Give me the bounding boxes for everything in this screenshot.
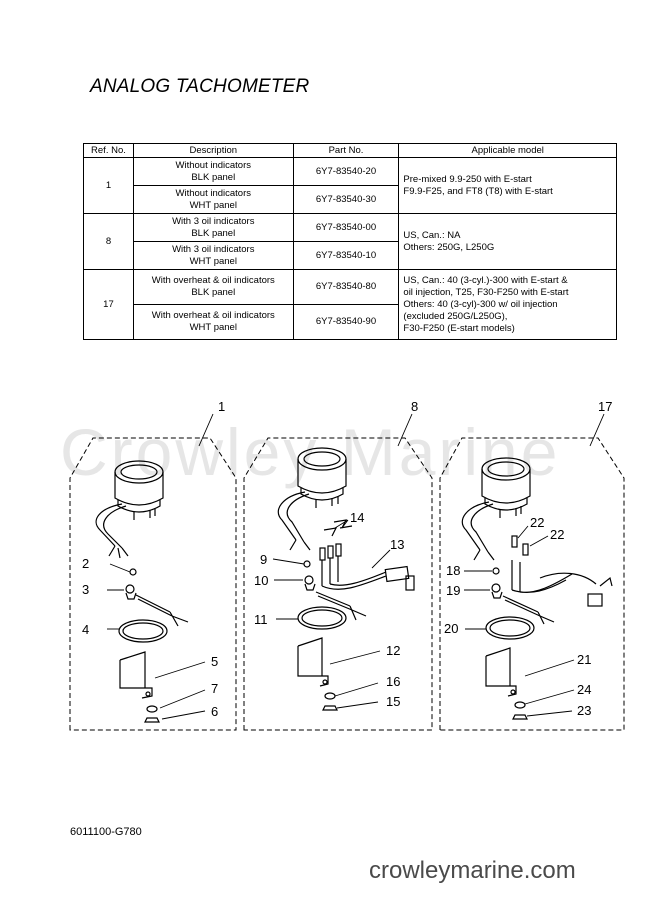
callout-labels: 1 2 3 4 5 6 7 8 9 10 11 12 13 14 15 16 1… [82,399,612,719]
applicable-model-cell: US, Can.: NA Others: 250G, L250G [398,213,617,270]
table-row: Without indicators WHT panel 6Y7-83540-3… [84,185,617,214]
table-row: 17 With overheat & oil indicators BLK pa… [83,269,617,340]
part-number-cell: 6Y7-83540-30 [292,185,400,214]
watermark: Crowley Marine [60,415,561,489]
description-cell: With 3 oil indicators BLK panel [132,213,294,242]
callout-7: 7 [211,681,218,696]
callout-17: 17 [598,399,612,414]
tachometer-8 [277,447,353,551]
description-cell: With overheat & oil indicators BLK panel [132,269,294,305]
table-row: With overheat & oil indicators WHT panel… [84,304,617,340]
table-header-row: Ref. No. Description Part No. Applicable… [83,143,617,158]
callout-9: 9 [260,552,267,567]
part-number-cell: 6Y7-83540-00 [292,213,400,242]
leaders-1 [107,413,214,720]
callout-13: 13 [390,537,404,552]
ref-cell: 8 [83,213,134,270]
ref-cell: 17 [83,269,134,340]
callout-22b: 22 [550,527,564,542]
small-parts-17 [485,535,613,720]
ref-cell: 1 [83,157,134,214]
dashed-enclosures [69,437,625,731]
tachometer-1 [95,460,164,559]
callout-20: 20 [444,621,458,636]
applicable-model-cell: US, Can.: 40 (3-cyl.)-300 with E-start &… [398,269,617,340]
callout-23: 23 [577,703,591,718]
callout-1: 1 [218,399,225,414]
small-parts-1 [118,568,189,723]
part-number-cell: 6Y7-83540-90 [292,304,400,340]
table-row: With 3 oil indicators WHT panel 6Y7-8354… [84,241,617,270]
leaders-17 [464,413,605,717]
callout-2: 2 [82,556,89,571]
table-row: 8 With 3 oil indicators BLK panel 6Y7-83… [83,213,617,270]
table-row: 1 Without indicators BLK panel 6Y7-83540… [83,157,617,214]
callout-14: 14 [350,510,364,525]
callout-12: 12 [386,643,400,658]
callout-15: 15 [386,694,400,709]
callout-16: 16 [386,674,400,689]
applicable-model-cell: Pre-mixed 9.9-250 with E-start F9.9-F25,… [398,157,617,214]
tachometer-17 [461,457,531,561]
callout-4: 4 [82,622,89,637]
callout-10: 10 [254,573,268,588]
callout-24: 24 [577,682,591,697]
callout-5: 5 [211,654,218,669]
callout-18: 18 [446,563,460,578]
small-parts-8 [297,543,415,711]
callout-21: 21 [577,652,591,667]
description-cell: With 3 oil indicators WHT panel [132,241,294,270]
part-number-cell: 6Y7-83540-20 [292,157,400,186]
callout-22a: 22 [530,515,544,530]
callout-19: 19 [446,583,460,598]
callout-11: 11 [254,612,268,627]
description-cell: With overheat & oil indicators WHT panel [132,304,294,340]
description-cell: Without indicators BLK panel [132,157,294,186]
callout-6: 6 [211,704,218,719]
site-footer-text: crowleymarine.com [369,857,576,884]
drawing-code: 6011100-G780 [70,826,142,838]
page-title: ANALOG TACHOMETER [90,76,310,97]
callout-8: 8 [411,399,418,414]
leaders-8 [272,413,413,709]
parts-table: Ref. No. Description Part No. Applicable… [83,143,617,340]
callout-3: 3 [82,582,89,597]
